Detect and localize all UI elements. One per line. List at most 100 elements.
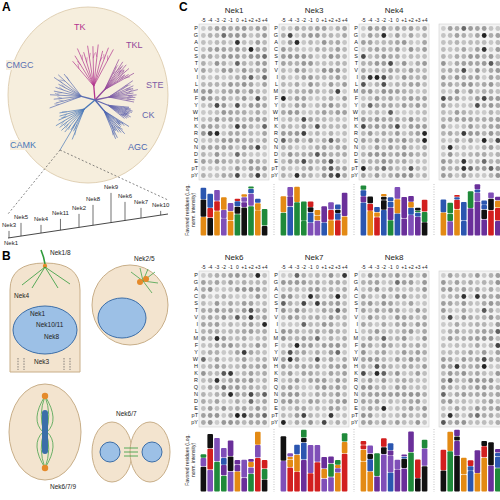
array-spot (375, 68, 380, 73)
array-spot (301, 131, 306, 136)
array-spot (281, 385, 286, 390)
array-spot (201, 47, 206, 52)
array-spot (201, 357, 206, 362)
array-spot (281, 131, 286, 136)
array-spot (255, 117, 260, 122)
array-spot (295, 399, 300, 404)
logo-letter (248, 187, 254, 189)
logo-letter (468, 191, 474, 208)
array-spot (402, 413, 407, 418)
logo-letter (415, 208, 421, 211)
array-spot (215, 47, 220, 52)
array-spot (448, 145, 453, 150)
array-spot (308, 308, 313, 313)
array-spot (228, 131, 233, 136)
array-spot (455, 138, 460, 143)
array-spot (409, 308, 414, 313)
logo-letter (241, 460, 247, 478)
logo-letter (408, 208, 414, 215)
array-spot (281, 47, 286, 52)
array-spot (402, 54, 407, 59)
array-spot (249, 145, 254, 150)
array-spot (242, 26, 247, 31)
array-spot (395, 322, 400, 327)
array-spot (301, 371, 306, 376)
logo-letter (221, 448, 227, 457)
array-spot (281, 420, 286, 425)
array-spot (315, 357, 320, 362)
array-spot (461, 61, 466, 66)
array-spot (441, 103, 446, 108)
array-spot (281, 159, 286, 164)
array-spot (301, 166, 306, 171)
array-spot (361, 152, 366, 157)
array-spot (409, 68, 414, 73)
array-spot (402, 131, 407, 136)
logo-letter (454, 197, 460, 199)
array-spot (388, 61, 393, 66)
array-spot (468, 280, 473, 285)
array-spot (402, 33, 407, 38)
array-spot (295, 75, 300, 80)
array-spot (201, 315, 206, 320)
array-spot (342, 82, 347, 87)
array-spot (415, 364, 420, 369)
array-spot (409, 54, 414, 59)
array-spot (415, 287, 420, 292)
array-spot (295, 117, 300, 122)
array-spot (409, 89, 414, 94)
array-spot (475, 54, 480, 59)
array-spot (249, 166, 254, 171)
logo-letter (235, 199, 241, 201)
array-spot (388, 301, 393, 306)
array-spot (468, 294, 473, 299)
array-spot (208, 378, 213, 383)
logo-letter (214, 438, 220, 461)
array-spot (495, 273, 500, 278)
array-spot (468, 159, 473, 164)
array-spot (215, 350, 220, 355)
array-spot (335, 96, 340, 101)
array-spot (415, 301, 420, 306)
logo-letter (315, 445, 321, 462)
array-spot (402, 364, 407, 369)
array-spot (381, 301, 386, 306)
array-spot (221, 110, 226, 115)
array-spot (295, 364, 300, 369)
array-spot (395, 124, 400, 129)
array-spot (262, 357, 267, 362)
array-spot (402, 371, 407, 376)
array-spot (461, 47, 466, 52)
array-spot (228, 117, 233, 122)
array-spot (255, 280, 260, 285)
array-spot (301, 357, 306, 362)
array-spot (388, 152, 393, 157)
array-spot (262, 301, 267, 306)
array-spot (395, 103, 400, 108)
chromosomes (42, 410, 48, 454)
array-spot (381, 89, 386, 94)
array-spot (255, 336, 260, 341)
array-spot (415, 315, 420, 320)
array-spot (448, 138, 453, 143)
array-spot (281, 273, 286, 278)
array-spot (315, 308, 320, 313)
array-spot (482, 89, 487, 94)
array-spot (249, 110, 254, 115)
array-spot (201, 294, 206, 299)
array-spot (281, 61, 286, 66)
array-spot (402, 385, 407, 390)
array-spot (322, 399, 327, 404)
array-spot (422, 173, 427, 178)
tree-branch (54, 96, 82, 99)
array-spot (415, 54, 420, 59)
array-spot (335, 301, 340, 306)
array-spot (381, 378, 386, 383)
array-spot (322, 47, 327, 52)
array-spot (409, 392, 414, 397)
array-spot (455, 33, 460, 38)
array-spot (361, 89, 366, 94)
array-spot (489, 26, 494, 31)
array-spot (215, 280, 220, 285)
array-spot (281, 287, 286, 292)
